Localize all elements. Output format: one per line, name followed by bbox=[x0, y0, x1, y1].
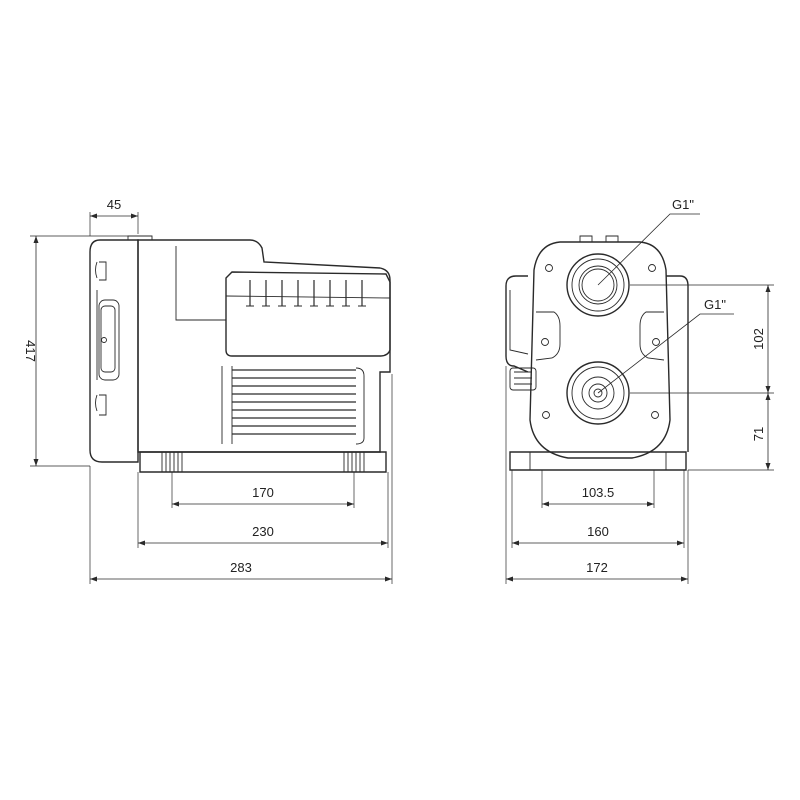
dim-283: 283 bbox=[230, 560, 252, 575]
outlet-port bbox=[566, 253, 630, 317]
motor-fins bbox=[221, 366, 365, 445]
dim-102: 102 bbox=[751, 328, 766, 350]
pump-housing bbox=[529, 235, 671, 459]
rear-cover bbox=[89, 235, 153, 463]
rear-housing bbox=[505, 275, 689, 452]
control-box bbox=[225, 271, 391, 357]
dim-172: 172 bbox=[586, 560, 608, 575]
dim-160: 160 bbox=[587, 524, 609, 539]
label-inlet-g1: G1" bbox=[704, 297, 726, 312]
dim-71: 71 bbox=[751, 427, 766, 441]
inlet-port bbox=[566, 361, 630, 425]
dim-417: 417 bbox=[23, 340, 38, 362]
front-dimensions: 102 71 103.5 160 172 bbox=[505, 284, 774, 584]
dim-230: 230 bbox=[252, 524, 274, 539]
side-dimensions: 45 417 170 230 283 bbox=[23, 197, 393, 584]
front-view: G1" G1" 102 71 103.5 160 bbox=[505, 197, 774, 584]
dim-45: 45 bbox=[107, 197, 121, 212]
front-labels: G1" G1" bbox=[597, 197, 734, 394]
side-view: 45 417 170 230 283 bbox=[23, 197, 393, 584]
label-outlet-g1: G1" bbox=[672, 197, 694, 212]
front-base bbox=[509, 451, 687, 471]
base-plate bbox=[139, 451, 387, 473]
box-fins bbox=[246, 280, 366, 307]
dim-103-5: 103.5 bbox=[582, 485, 615, 500]
dim-170: 170 bbox=[252, 485, 274, 500]
